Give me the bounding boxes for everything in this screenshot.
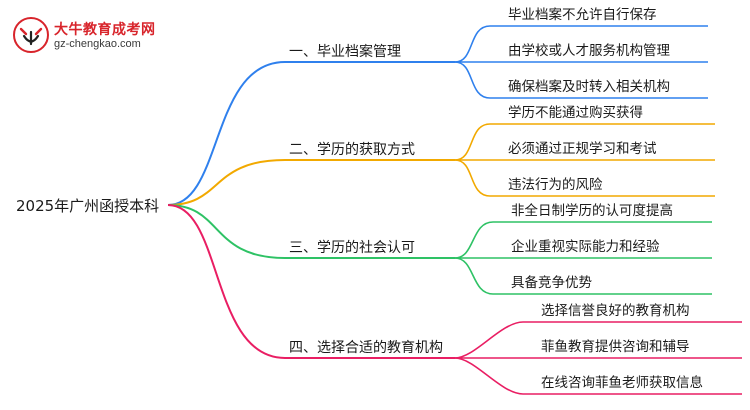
root-branch-connector [167, 159, 286, 206]
leaf-connector [454, 61, 491, 99]
leaf-label: 学历不能通过购买获得 [508, 104, 643, 121]
root-branch-connector [167, 204, 286, 359]
leaf-connector [454, 357, 524, 395]
branch-label: 二、学历的获取方式 [289, 142, 415, 158]
leaf-connector [454, 123, 491, 161]
branch-label: 四、选择合适的教育机构 [289, 340, 443, 356]
root-branch-connector [167, 204, 286, 259]
leaf-label: 违法行为的风险 [508, 177, 603, 193]
bull-logo-icon [13, 17, 49, 53]
branch-label: 三、学历的社会认可 [289, 240, 415, 256]
logo-title: 大牛教育成考网 [54, 22, 156, 38]
logo-url: gz-chengkao.com [54, 38, 141, 50]
leaf-connector [454, 321, 524, 359]
leaf-label: 在线咨询菲鱼老师获取信息 [541, 374, 703, 391]
leaf-connector [454, 159, 491, 197]
leaf-label: 由学校或人才服务机构管理 [508, 42, 670, 59]
branch-label: 一、毕业档案管理 [289, 43, 401, 60]
leaf-label: 毕业档案不允许自行保存 [508, 6, 657, 23]
leaf-label: 选择信誉良好的教育机构 [541, 303, 690, 319]
site-logo[interactable]: 大牛教育成考网 gz-chengkao.com [12, 16, 172, 56]
leaf-label: 菲鱼教育提供咨询和辅导 [541, 338, 690, 355]
leaf-label: 确保档案及时转入相关机构 [508, 78, 670, 95]
leaf-connector [454, 25, 491, 63]
root-branch-connector [167, 61, 286, 206]
leaf-connector [454, 257, 494, 295]
root-node-label: 2025年广州函授本科 [16, 197, 159, 215]
leaf-label: 企业重视实际能力和经验 [511, 238, 660, 255]
leaf-label: 具备竞争优势 [511, 274, 592, 291]
leaf-connector [454, 221, 494, 259]
leaf-label: 非全日制学历的认可度提高 [511, 202, 673, 219]
leaf-label: 必须通过正规学习和考试 [508, 141, 657, 157]
